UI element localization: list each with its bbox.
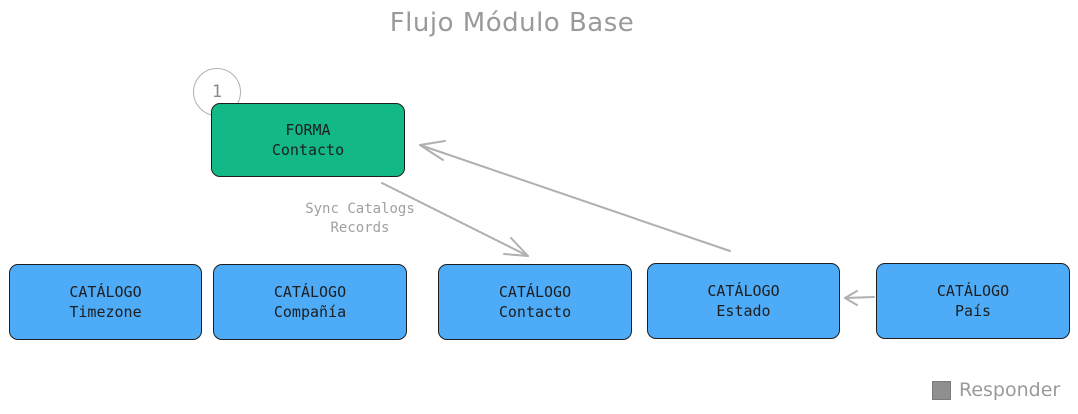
node-forma-contacto-type: FORMA [285, 121, 331, 139]
sync-catalogs-label-line2: Records [330, 220, 390, 236]
node-catalogo-contacto-type: CATÁLOGO [498, 283, 572, 301]
node-catalogo-estado[interactable]: CATÁLOGO Estado [647, 263, 840, 339]
node-catalogo-pais-name: País [954, 302, 992, 320]
node-forma-contacto[interactable]: FORMA Contacto [211, 103, 405, 177]
node-catalogo-pais[interactable]: CATÁLOGO País [876, 263, 1070, 339]
responder-label: Responder [959, 379, 1061, 401]
arrowhead-estado-to-forma [419, 140, 446, 161]
node-forma-contacto-name: Contacto [271, 141, 345, 159]
arrow-forma-to-catalogo-contacto [381, 182, 529, 257]
arrow-pais-to-estado [844, 296, 875, 299]
arrow-estado-to-forma [419, 144, 731, 252]
node-catalogo-compania[interactable]: CATÁLOGO Compañía [213, 264, 407, 340]
node-catalogo-estado-type: CATÁLOGO [707, 282, 780, 300]
responder-button[interactable]: Responder [932, 379, 1060, 401]
node-catalogo-compania-name: Compañía [273, 303, 347, 321]
node-catalogo-compania-type: CATÁLOGO [273, 283, 347, 301]
arrowhead-forma-to-catalogo-contacto [503, 237, 529, 257]
sync-catalogs-label-line1: Sync Catalogs [305, 201, 415, 217]
node-catalogo-estado-name: Estado [716, 302, 771, 320]
node-catalogo-pais-type: CATÁLOGO [936, 282, 1010, 300]
node-catalogo-timezone-type: CATÁLOGO [69, 283, 142, 301]
responder-square-icon [932, 380, 951, 400]
node-catalogo-timezone-name: Timezone [69, 303, 142, 321]
node-catalogo-contacto[interactable]: CATÁLOGO Contacto [438, 264, 632, 340]
sync-catalogs-label: Sync Catalogs Records [295, 200, 425, 238]
diagram-title: Flujo Módulo Base [389, 8, 635, 38]
arrowhead-pais-to-estado [844, 290, 858, 306]
node-catalogo-contacto-name: Contacto [498, 303, 572, 321]
node-catalogo-timezone[interactable]: CATÁLOGO Timezone [9, 264, 202, 340]
